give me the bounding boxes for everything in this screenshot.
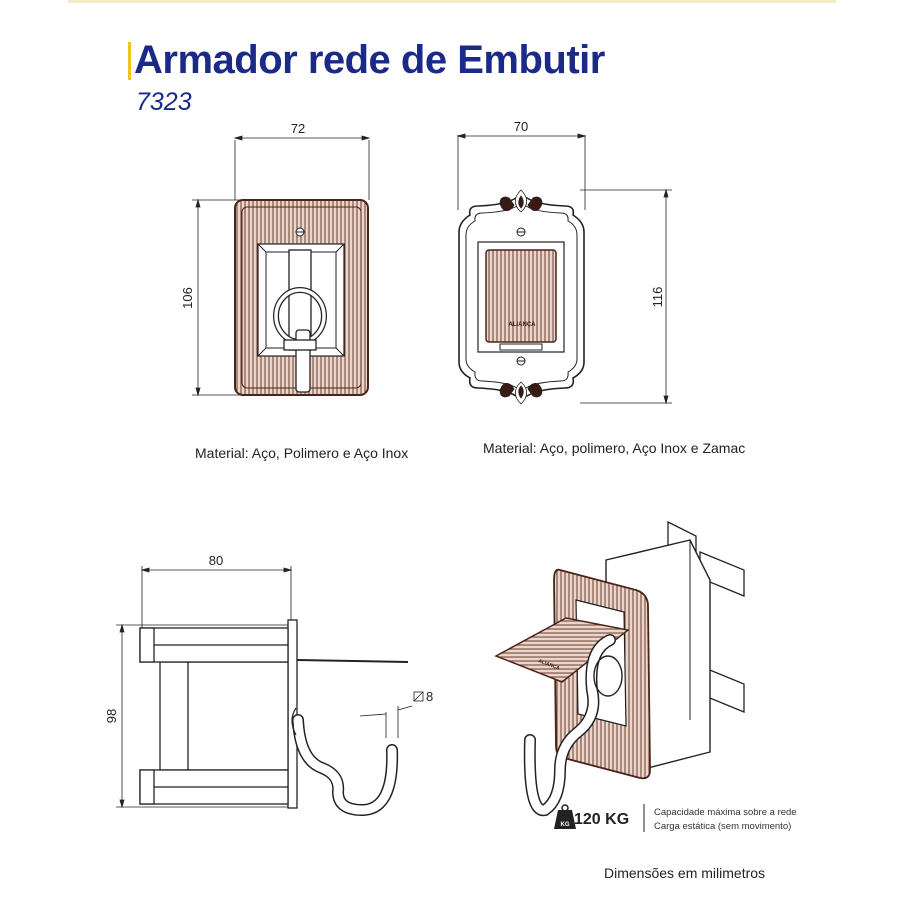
side-diameter-label: 8 <box>426 689 433 704</box>
model-number: 7323 <box>136 88 192 116</box>
decorative-cover <box>485 249 557 343</box>
decorative-height-label: 116 <box>650 287 665 308</box>
dimension-height-116 <box>580 188 672 405</box>
capacity-line-2: Carga estática (sem movimento) <box>654 821 792 832</box>
front-material-text: Material: Aço, Polimero e Aço Inox <box>195 445 408 461</box>
decorative-view: 70 116 ALIANÇA <box>456 119 672 405</box>
dimension-width-70 <box>456 133 587 210</box>
dimension-height-106 <box>192 198 240 397</box>
decorative-material-text: Material: Aço, polimero, Aço Inox e Zama… <box>483 440 745 456</box>
side-width-label: 80 <box>209 553 223 568</box>
front-view: 72 106 <box>180 121 371 397</box>
front-width-label: 72 <box>291 121 305 136</box>
dimension-height-98 <box>116 623 290 809</box>
capacity-line-1: Capacidade máxima sobre a rede <box>654 807 797 818</box>
side-view: 80 98 <box>104 553 433 817</box>
weight-icon: KG <box>554 804 576 829</box>
top-rule <box>68 0 836 3</box>
perspective-cover <box>494 617 630 683</box>
dimension-width-72 <box>233 135 371 200</box>
title-accent-bar <box>128 42 131 80</box>
weight-icon-text: KG <box>561 822 570 828</box>
dimension-diameter-8 <box>359 691 424 738</box>
side-height-label: 98 <box>104 709 119 723</box>
side-box-body <box>159 661 289 771</box>
capacity-value: 120 KG <box>574 811 630 828</box>
ornament-top <box>499 189 543 213</box>
front-height-label: 106 <box>180 287 195 309</box>
decorative-brand-mark: ALIANÇA <box>509 322 537 328</box>
decorative-width-label: 70 <box>514 119 528 134</box>
dimensions-note: Dimensões em milimetros <box>604 865 766 881</box>
perspective-view: ALIANÇA <box>494 520 745 817</box>
ornament-bottom <box>499 381 543 405</box>
page-title: Armador rede de Embutir <box>134 38 605 82</box>
front-hook <box>273 249 327 393</box>
